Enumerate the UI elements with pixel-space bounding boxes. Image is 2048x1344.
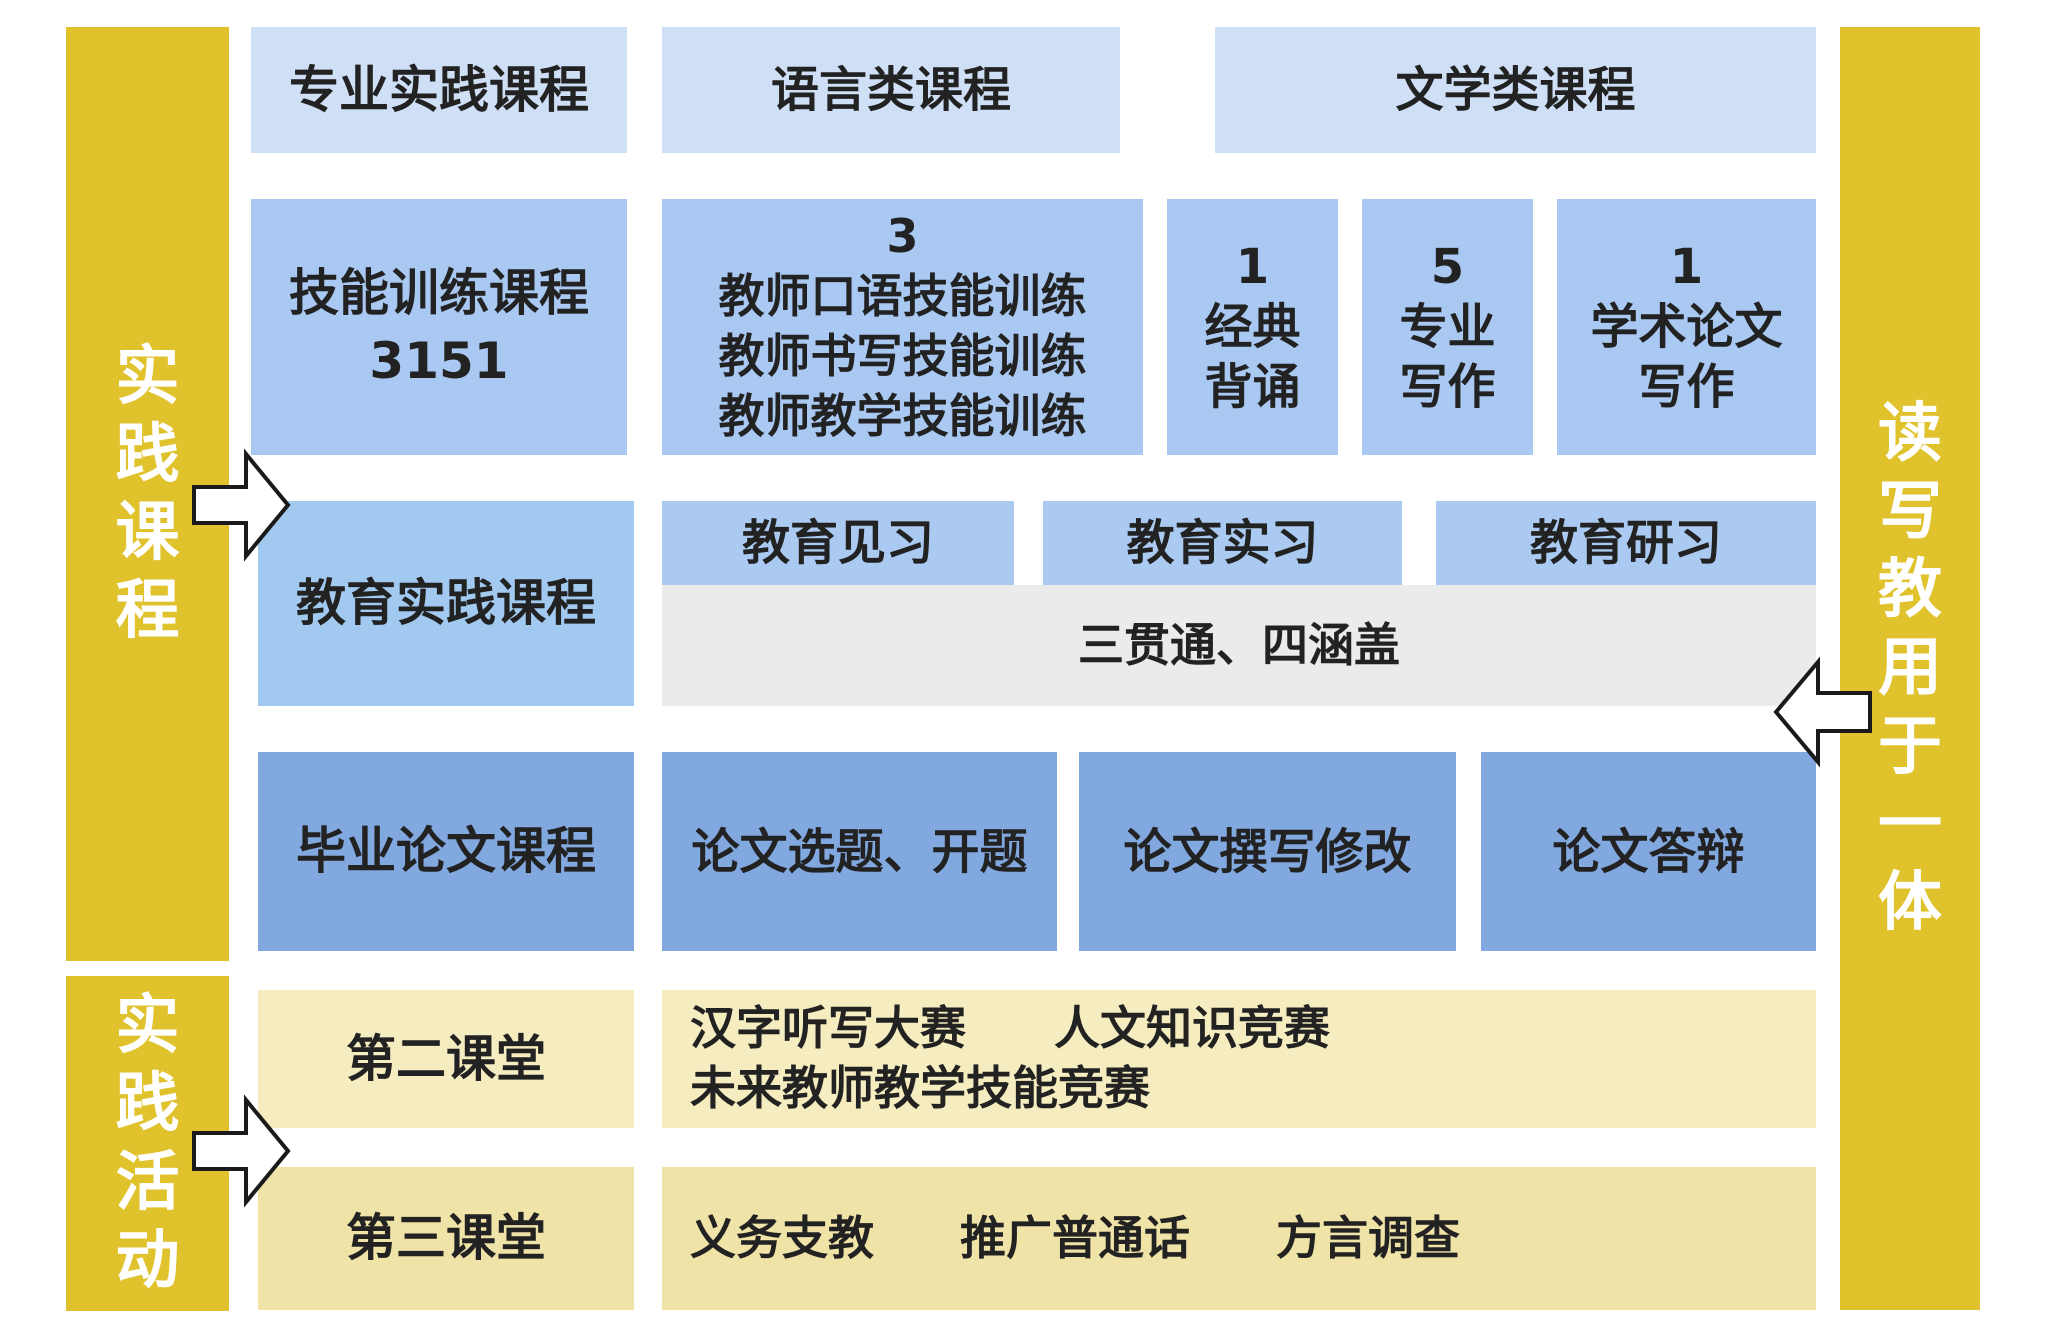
classics-count: 1 bbox=[1235, 239, 1270, 295]
humanities-contest-text: 人文知识竞赛 bbox=[1054, 1001, 1330, 1056]
read-write-teach-char: 教 bbox=[1878, 553, 1942, 628]
education-practice-title-text: 教育实践课程 bbox=[296, 574, 596, 633]
classics-recitation-box: 1 经典 背诵 bbox=[1167, 199, 1338, 455]
academic-writing-line: 学术论文 bbox=[1590, 299, 1783, 355]
volunteer-teaching-text: 义务支教 bbox=[690, 1210, 874, 1265]
education-research-box: 教育研习 bbox=[1436, 501, 1816, 585]
teacher-skills-item: 教师口语技能训练 bbox=[718, 269, 1087, 324]
thesis-course-title: 毕业论文课程 bbox=[258, 752, 634, 951]
thesis-defense-box: 论文答辩 bbox=[1481, 752, 1816, 951]
academic-writing-line: 写作 bbox=[1638, 359, 1735, 415]
thesis-defense-text: 论文答辩 bbox=[1552, 823, 1745, 880]
skills-training-title: 技能训练课程 3151 bbox=[251, 199, 627, 455]
education-internship-text: 教育实习 bbox=[1126, 515, 1319, 571]
second-classroom-title-text: 第二课堂 bbox=[346, 1029, 546, 1088]
classics-line: 背诵 bbox=[1204, 359, 1301, 415]
read-write-teach-char: 读 bbox=[1878, 397, 1942, 472]
thesis-writing-box: 论文撰写修改 bbox=[1079, 752, 1456, 951]
read-write-teach-char: 于 bbox=[1878, 709, 1942, 784]
teacher-skills-box: 3 教师口语技能训练 教师书写技能训练 教师教学技能训练 bbox=[662, 199, 1143, 455]
dictation-contest-text: 汉字听写大赛 bbox=[690, 1001, 966, 1056]
practice-courses-char: 实 bbox=[115, 339, 180, 414]
thesis-topic-text: 论文选题、开题 bbox=[691, 823, 1028, 880]
academic-writing-count: 1 bbox=[1669, 239, 1704, 295]
read-write-teach-bar: 读 写 教 用 于 一 体 bbox=[1840, 27, 1980, 1310]
professional-writing-box: 5 专业 写作 bbox=[1362, 199, 1533, 455]
third-classroom-title-text: 第三课堂 bbox=[346, 1209, 546, 1268]
second-classroom-title: 第二课堂 bbox=[258, 990, 634, 1128]
practice-activities-char: 动 bbox=[115, 1223, 180, 1298]
practice-courses-char: 课 bbox=[115, 496, 180, 570]
teacher-skills-item: 教师书写技能训练 bbox=[718, 329, 1087, 383]
practice-courses-char: 践 bbox=[115, 417, 180, 492]
teacher-skills-count: 3 bbox=[886, 209, 919, 264]
right-arrow-icon bbox=[192, 448, 291, 562]
practice-activities-char: 践 bbox=[115, 1067, 180, 1142]
read-write-teach-char: 一 bbox=[1878, 787, 1942, 862]
practice-courses-char: 程 bbox=[115, 574, 180, 649]
third-classroom-activities: 义务支教 推广普通话 方言调查 bbox=[662, 1167, 1816, 1310]
professional-writing-line: 写作 bbox=[1399, 359, 1496, 415]
academic-writing-box: 1 学术论文 写作 bbox=[1557, 199, 1816, 455]
practice-activities-char: 实 bbox=[115, 989, 180, 1064]
education-practice-title: 教育实践课程 bbox=[258, 501, 634, 706]
right-arrow-icon bbox=[192, 1094, 291, 1208]
read-write-teach-char: 体 bbox=[1878, 865, 1942, 940]
promote-mandarin-text: 推广普通话 bbox=[960, 1210, 1190, 1265]
second-classroom-line1: 汉字听写大赛 人文知识竞赛 bbox=[690, 999, 1330, 1059]
left-arrow-icon bbox=[1773, 656, 1872, 768]
literature-courses-box: 文学类课程 bbox=[1215, 27, 1816, 153]
read-write-teach-char: 写 bbox=[1878, 475, 1942, 550]
professional-writing-line: 专业 bbox=[1399, 299, 1496, 355]
literature-courses-text: 文学类课程 bbox=[1395, 62, 1636, 118]
education-summary-text: 三贯通、四涵盖 bbox=[1078, 617, 1400, 672]
professional-practice-title: 专业实践课程 bbox=[251, 27, 627, 153]
thesis-course-title-text: 毕业论文课程 bbox=[296, 822, 596, 881]
education-research-text: 教育研习 bbox=[1529, 515, 1722, 571]
read-write-teach-char: 用 bbox=[1878, 631, 1942, 706]
language-courses-text: 语言类课程 bbox=[770, 62, 1011, 118]
thesis-topic-box: 论文选题、开题 bbox=[662, 752, 1057, 951]
classics-line: 经典 bbox=[1204, 299, 1301, 355]
language-courses-box: 语言类课程 bbox=[662, 27, 1120, 153]
education-observation-text: 教育见习 bbox=[741, 515, 934, 571]
skills-training-code: 3151 bbox=[369, 332, 509, 390]
professional-writing-count: 5 bbox=[1430, 239, 1465, 295]
third-classroom-title: 第三课堂 bbox=[258, 1167, 634, 1310]
practice-activities-char: 活 bbox=[115, 1145, 180, 1220]
dialect-survey-text: 方言调查 bbox=[1276, 1210, 1460, 1265]
education-observation-box: 教育见习 bbox=[662, 501, 1014, 585]
skills-training-title-text: 技能训练课程 bbox=[289, 263, 589, 322]
education-summary-box: 三贯通、四涵盖 bbox=[662, 585, 1816, 706]
teacher-skills-item: 教师教学技能训练 bbox=[718, 388, 1087, 443]
thesis-writing-text: 论文撰写修改 bbox=[1123, 823, 1412, 880]
teaching-skills-contest-text: 未来教师教学技能竞赛 bbox=[690, 1061, 1150, 1115]
education-internship-box: 教育实习 bbox=[1043, 501, 1402, 585]
second-classroom-activities: 汉字听写大赛 人文知识竞赛 未来教师教学技能竞赛 bbox=[662, 990, 1816, 1128]
professional-practice-title-text: 专业实践课程 bbox=[289, 60, 589, 119]
